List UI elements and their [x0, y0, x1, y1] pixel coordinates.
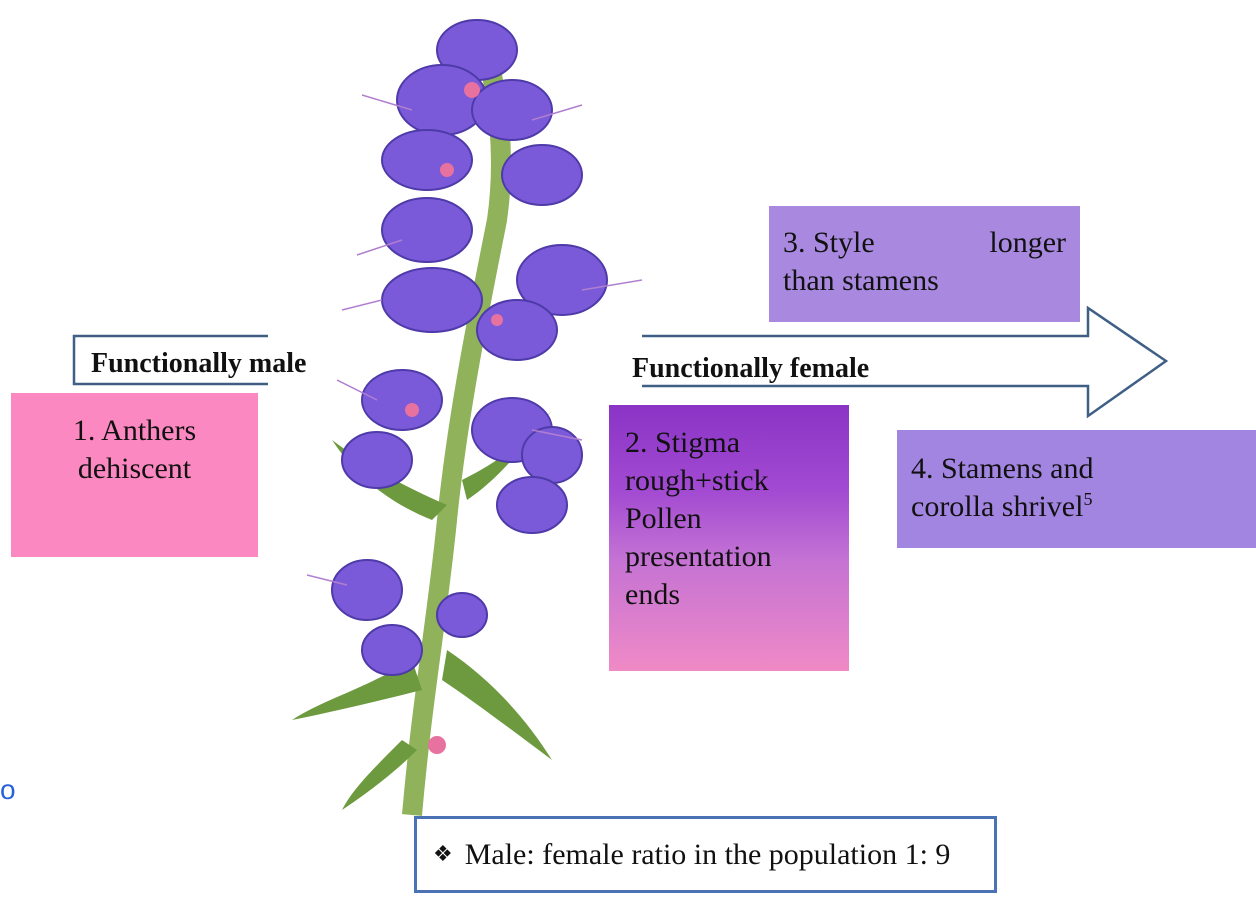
- leaf: [442, 650, 552, 760]
- stamens-line-2: corolla shrivel5: [911, 488, 1244, 526]
- stamens-line-2-text: corolla shrivel: [911, 490, 1083, 523]
- style-word-1: 3. Style: [783, 224, 875, 262]
- anthers-line-1: 1. Anthers: [11, 412, 258, 450]
- reference-superscript: 5: [1083, 489, 1092, 509]
- style-box: 3. Style longer than stamens: [769, 206, 1080, 322]
- diamond-bullet-icon: ❖: [433, 842, 453, 867]
- stigma-line-1: 2. Stigma: [625, 424, 849, 462]
- anthers-box: 1. Anthers dehiscent: [11, 393, 258, 557]
- style-line-2: than stamens: [783, 262, 1066, 300]
- stamens-line-1: 4. Stamens and: [911, 450, 1244, 488]
- style-word-2: longer: [989, 224, 1066, 262]
- functionally-male-label: Functionally male: [91, 350, 306, 378]
- stigma-line-2: rough+stick: [625, 462, 849, 500]
- cropped-text-fragment: o: [0, 776, 16, 804]
- ratio-box: ❖ Male: female ratio in the population 1…: [414, 816, 997, 893]
- ratio-text: Male: female ratio in the population 1: …: [465, 838, 951, 872]
- functionally-female-label: Functionally female: [632, 355, 869, 383]
- stigma-line-4: presentation: [625, 538, 849, 576]
- stamens-box: 4. Stamens and corolla shrivel5: [897, 430, 1256, 548]
- plant-photo: [262, 0, 662, 820]
- style-line-1: 3. Style longer: [783, 224, 1066, 262]
- stigma-box: 2. Stigma rough+stick Pollen presentatio…: [609, 405, 849, 671]
- anthers-line-2: dehiscent: [11, 450, 258, 488]
- stigma-line-3: Pollen: [625, 500, 849, 538]
- stigma-line-5: ends: [625, 576, 849, 614]
